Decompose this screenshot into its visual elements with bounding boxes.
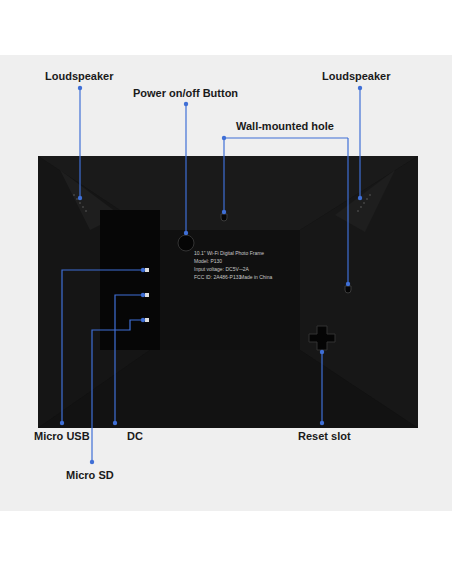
spec-text: Made in China [240,274,272,280]
spec-text: Model: P130 [194,258,222,264]
part-label: Power on/off Button [133,87,238,100]
spec-text: FCC ID: 2A486-P131 [194,274,241,280]
part-label: Loudspeaker [322,70,390,83]
part-label: Micro USB [34,430,90,443]
spec-text: 10.1" Wi-Fi Digital Photo Frame [194,250,264,256]
spec-text: Input voltage: DC5V⎓2A [194,266,249,272]
part-label: Wall-mounted hole [236,120,334,133]
part-label: Micro SD [66,469,114,482]
part-label: Reset slot [298,430,351,443]
part-label: Loudspeaker [45,70,113,83]
part-label: DC [127,430,143,443]
